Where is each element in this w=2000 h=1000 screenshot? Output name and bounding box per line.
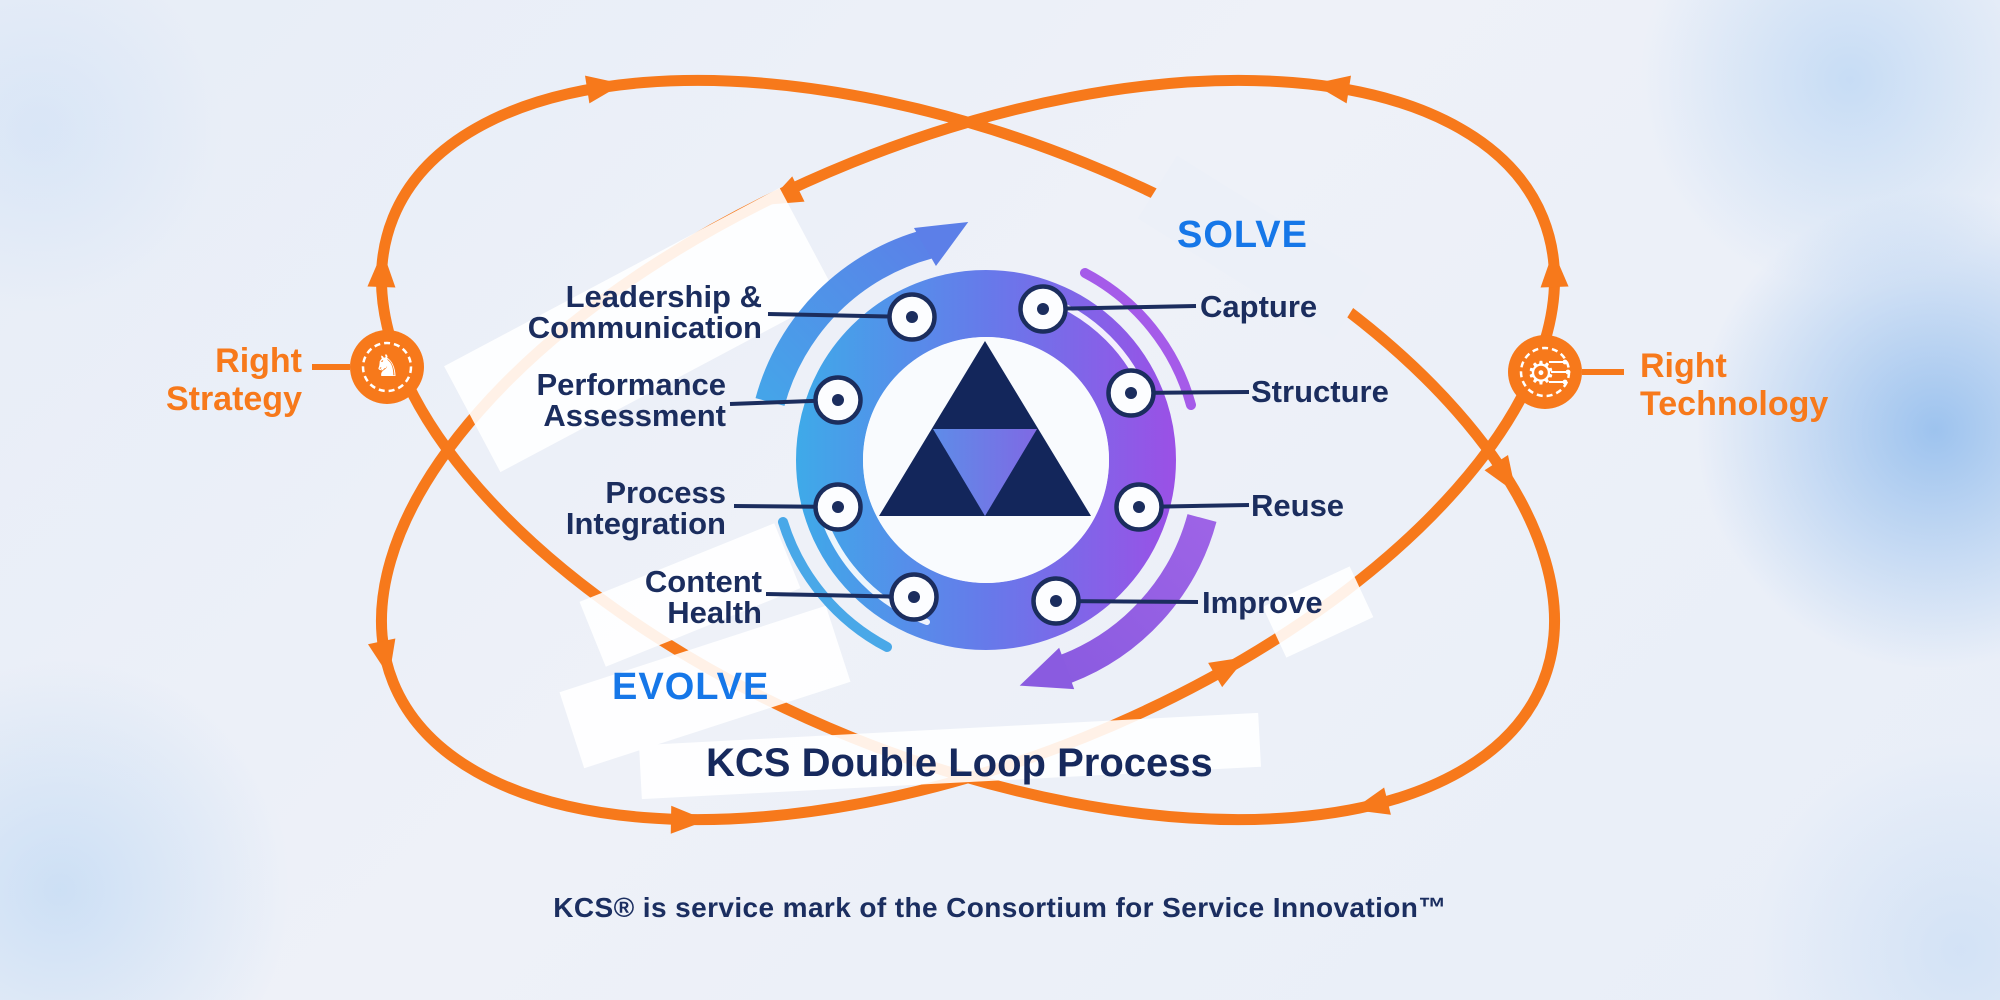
diagram-title: KCS Double Loop Process <box>706 741 1213 785</box>
label-structure: Structure <box>1251 374 1389 409</box>
label-line: Strategy <box>165 380 302 418</box>
circuit-lines-icon <box>1549 359 1571 385</box>
label-line: Technology <box>1640 385 1829 423</box>
label-line: Leadership & <box>565 279 762 314</box>
label-leadership-communication: Leadership & Communication <box>528 281 762 343</box>
label-line: Health <box>667 595 762 630</box>
ring-node <box>1031 576 1081 626</box>
label-reuse: Reuse <box>1251 488 1345 523</box>
label-line: Right <box>215 342 302 380</box>
solve-phase-label: SOLVE <box>1177 214 1308 256</box>
blue-arrowhead-icon <box>913 222 969 267</box>
outer-purple-crescent <box>1080 268 1196 410</box>
arrowhead-icon <box>1540 251 1569 288</box>
arrowhead-icon <box>1313 75 1351 104</box>
ribbon <box>559 605 851 769</box>
ribbon <box>639 712 1261 800</box>
ring-node <box>1018 284 1068 334</box>
technology-icon-circle <box>1508 335 1582 409</box>
ring-node <box>813 375 863 425</box>
label-line: Integration <box>565 506 726 541</box>
ring-node <box>1106 368 1156 418</box>
ring-node <box>1114 482 1164 532</box>
label-line: Process <box>605 475 726 510</box>
kcs-triangle-logo-icon <box>879 341 1091 516</box>
trademark-footer: KCS® is service mark of the Consortium f… <box>553 892 1447 923</box>
label-line: Content <box>644 564 762 599</box>
process-ring <box>796 270 1176 650</box>
chess-knight-gear-icon: ♞ <box>373 350 401 383</box>
blue-cycle-arrow <box>755 229 933 407</box>
arrowhead-icon <box>1484 454 1516 493</box>
white-ribbons <box>444 187 1374 800</box>
ribbon <box>1262 566 1374 658</box>
ring-node <box>889 572 939 622</box>
gear-ring-icon <box>361 341 413 393</box>
ring-nodes <box>813 284 1164 626</box>
arrowhead-icon <box>670 805 707 834</box>
label-improve: Improve <box>1202 585 1323 620</box>
arrowhead-icon <box>585 75 623 104</box>
loop-icon-circles <box>312 330 1624 409</box>
label-process-integration: Process Integration <box>566 477 726 539</box>
ribbon <box>444 187 836 473</box>
label-line: Performance <box>536 367 726 402</box>
right-strategy-label: Right Strategy <box>166 342 302 418</box>
connector-line <box>1042 304 1197 311</box>
purple-cycle-arrow <box>1057 513 1217 685</box>
ring-node <box>813 482 863 532</box>
right-technology-label: Right Technology <box>1640 347 1828 423</box>
label-capture: Capture <box>1200 289 1318 324</box>
loop-gap-patch <box>1137 155 1373 341</box>
ribbon <box>579 523 801 667</box>
evolve-phase-label: EVOLVE <box>612 666 770 708</box>
loop-arrowheads <box>367 75 1569 834</box>
label-line: Communication <box>527 310 762 345</box>
arrowhead-icon <box>1208 657 1247 688</box>
ring-node <box>887 292 937 342</box>
label-performance-assessment: Performance Assessment <box>536 369 726 431</box>
label-line: Right <box>1640 347 1727 385</box>
gear-circuit-icon: ⚙ <box>1526 355 1556 391</box>
strategy-icon-circle <box>350 330 424 404</box>
arrowhead-icon <box>367 251 396 288</box>
label-line: Assessment <box>543 398 726 433</box>
arrowhead-icon <box>1352 787 1391 815</box>
arrowhead-icon <box>367 638 396 677</box>
label-content-health: Content Health <box>645 566 762 628</box>
purple-arrowhead-icon <box>1019 647 1075 690</box>
